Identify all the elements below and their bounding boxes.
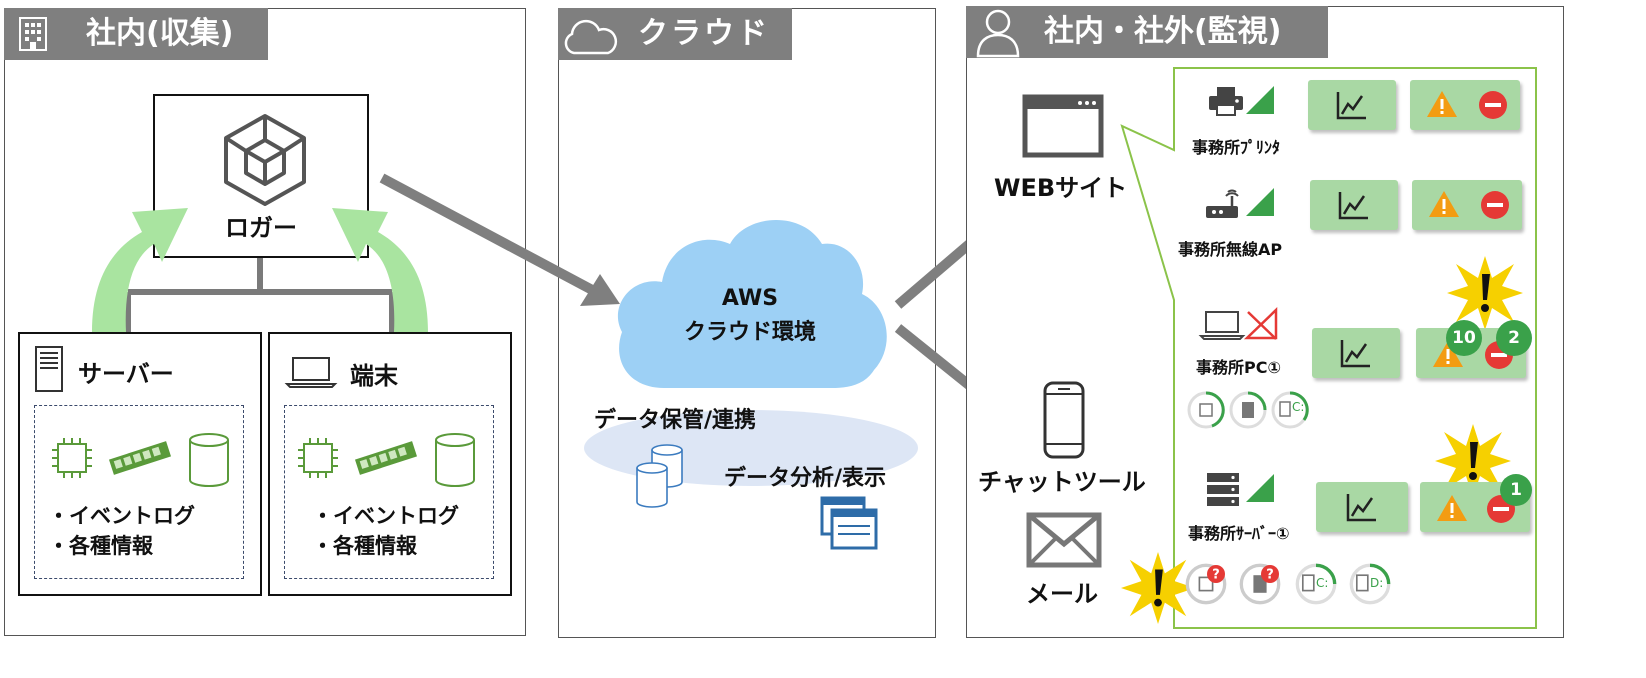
signal-strength-icon	[1244, 186, 1276, 222]
monitor-panel-title: 社内・社外(監視)	[1044, 14, 1282, 49]
green-arrow-right	[332, 208, 428, 332]
aws-cloud-shape	[617, 219, 887, 388]
chat-output-label: チャットツール	[978, 468, 1146, 496]
signal-strength-icon	[1244, 472, 1276, 508]
error-stop-icon	[1480, 190, 1510, 224]
device-name-pc: 事務所PC①	[1196, 358, 1282, 377]
terminal-box-title: 端末	[350, 362, 398, 390]
server-detail-area	[34, 405, 244, 579]
disk-d-usage-ring	[1348, 562, 1392, 606]
cloud-panel-title: クラウド	[638, 16, 770, 51]
web-output-label: WEBサイト	[994, 174, 1128, 202]
memory-usage-ring	[1228, 390, 1268, 430]
ap-alert-button[interactable]	[1412, 180, 1522, 230]
alert-burst-icon	[1434, 422, 1512, 504]
printer-alert-button[interactable]	[1410, 80, 1520, 130]
printer-icon	[1208, 86, 1244, 120]
building-icon	[18, 16, 48, 69]
disk-c-usage-ring	[1294, 562, 1338, 606]
warning-icon	[1436, 494, 1468, 526]
disk-c-usage-ring	[1270, 390, 1310, 430]
server-box-title: サーバー	[78, 360, 174, 388]
disk-cylinder-icon	[188, 432, 230, 492]
server-graph-button[interactable]	[1316, 482, 1408, 532]
server-tower-icon	[34, 345, 64, 397]
laptop-icon	[1198, 310, 1246, 344]
storage-label: データ保管/連携	[594, 408, 757, 433]
pc-error-count-badge: 2	[1496, 320, 1532, 356]
cloud-panel-header: クラウド	[558, 8, 792, 60]
server-item-2: ・各種情報	[48, 534, 153, 558]
warning-icon	[1426, 90, 1458, 122]
server-item-1: ・イベントログ	[48, 504, 195, 528]
unknown-status-icon: ?	[1206, 564, 1226, 588]
monitor-panel-header: 社内・社外(監視)	[966, 6, 1328, 58]
cpu-chip-icon	[50, 436, 94, 484]
database-icon	[634, 442, 690, 514]
browser-window-icon	[1022, 94, 1104, 162]
analysis-label: データ分析/表示	[724, 466, 887, 491]
pc-drive-c-label: C:	[1292, 400, 1305, 414]
mail-envelope-icon	[1026, 512, 1102, 572]
server-alert-button[interactable]	[1420, 482, 1530, 532]
terminal-detail-area	[284, 405, 494, 579]
terminal-item-2: ・各種情報	[312, 534, 417, 558]
internal-panel-header: 社内(収集)	[4, 8, 268, 60]
green-arrow-left	[92, 208, 188, 332]
window-stack-icon	[820, 496, 878, 556]
error-stop-icon	[1478, 90, 1508, 124]
server-drive-d-label: D:	[1370, 576, 1384, 590]
svg-text:?: ?	[1212, 568, 1220, 583]
connector-lines	[92, 208, 428, 333]
pc-graph-button[interactable]	[1312, 328, 1400, 378]
no-signal-icon	[1243, 306, 1280, 346]
pc-warning-count-badge: 10	[1446, 320, 1482, 356]
wireless-router-icon	[1204, 188, 1240, 224]
warning-icon	[1428, 190, 1460, 222]
cpu-chip-icon	[296, 436, 340, 484]
server-error-count-badge: 1	[1500, 474, 1532, 506]
line-graph-icon	[1336, 90, 1368, 124]
mail-output-label: メール	[1026, 580, 1098, 608]
logger-label: ロガー	[225, 214, 297, 242]
device-name-server: 事務所ｻｰﾊﾞｰ①	[1188, 524, 1290, 543]
cube-icon	[222, 112, 308, 212]
aws-label-line2: クラウド環境	[683, 320, 816, 345]
laptop-icon	[284, 356, 338, 392]
cpu-usage-ring	[1186, 390, 1226, 430]
device-name-ap: 事務所無線AP	[1178, 240, 1283, 259]
svg-text:?: ?	[1266, 568, 1274, 583]
device-name-printer: 事務所ﾌﾟﾘﾝﾀ	[1192, 138, 1281, 157]
terminal-item-1: ・イベントログ	[312, 504, 459, 528]
printer-graph-button[interactable]	[1308, 80, 1396, 130]
unknown-status-icon: ?	[1260, 564, 1280, 588]
warning-icon	[1432, 340, 1464, 372]
memory-module-icon	[354, 440, 418, 480]
memory-module-icon	[108, 440, 172, 480]
aws-label-line1: AWS	[721, 286, 779, 311]
line-graph-icon	[1340, 338, 1372, 372]
alert-burst-icon	[1120, 550, 1196, 630]
smartphone-icon	[1042, 380, 1086, 464]
line-graph-icon	[1338, 190, 1370, 224]
server-drive-c-label: C:	[1316, 576, 1329, 590]
line-graph-icon	[1346, 492, 1378, 526]
cloud-outline-icon	[562, 19, 618, 72]
person-icon	[974, 8, 1022, 75]
alert-burst-icon	[1446, 254, 1524, 336]
ap-graph-button[interactable]	[1310, 180, 1398, 230]
signal-strength-icon	[1244, 84, 1276, 120]
internal-panel-title: 社内(収集)	[86, 16, 234, 51]
server-rack-icon	[1206, 472, 1240, 512]
disk-cylinder-icon	[434, 432, 476, 492]
logger-box	[153, 94, 369, 258]
